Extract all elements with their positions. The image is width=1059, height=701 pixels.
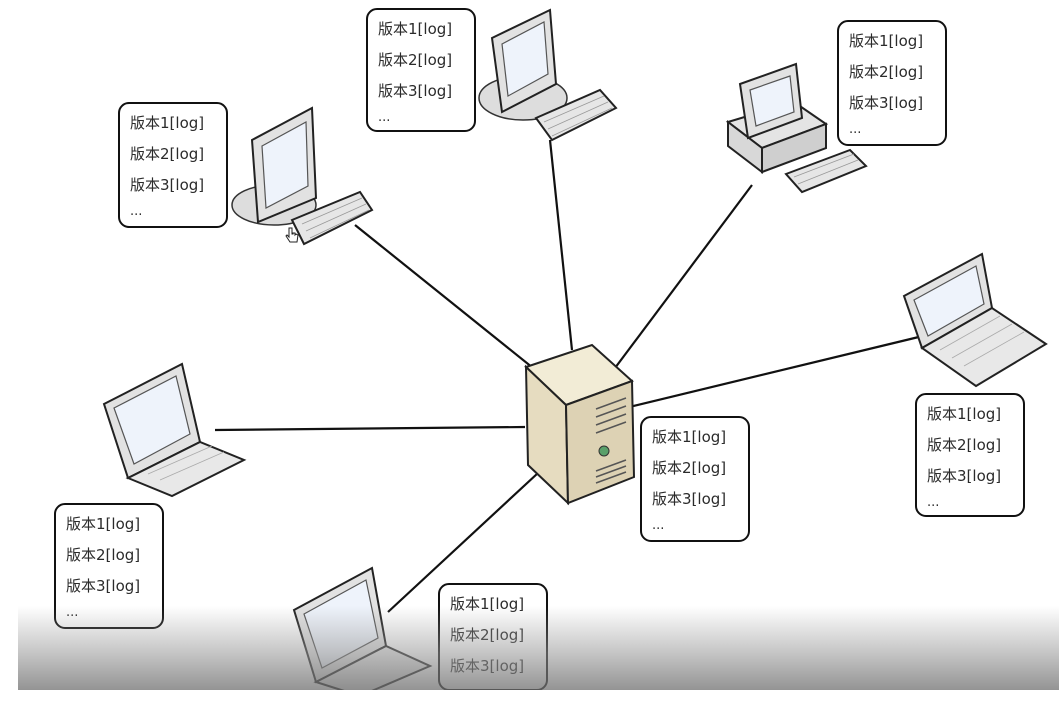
link-laptop-left	[214, 425, 526, 432]
laptop-icon	[902, 252, 1048, 388]
version-row: 版本1[log]	[130, 114, 205, 132]
version-row: 版本3[log]	[927, 467, 1002, 485]
pc-tower-icon	[725, 62, 868, 194]
version-box-laptop-left: 版本1[log] 版本2[log] 版本3[log] ...	[54, 503, 164, 629]
link-laptop-bottom	[387, 472, 539, 613]
version-row: 版本3[log]	[450, 657, 525, 675]
version-row: 版本3[log]	[849, 94, 924, 112]
desktop-monitor-icon	[478, 8, 618, 142]
version-row: 版本1[log]	[927, 405, 1002, 423]
version-row: 版本3[log]	[378, 82, 453, 100]
version-row: 版本3[log]	[66, 577, 141, 595]
laptop-icon	[102, 362, 247, 498]
version-row: 版本3[log]	[130, 176, 205, 194]
server-tower-icon	[524, 343, 636, 506]
version-row: 版本1[log]	[378, 20, 453, 38]
version-row: 版本2[log]	[927, 436, 1002, 454]
version-box-desktop-top-left: 版本1[log] 版本2[log] 版本3[log] ...	[118, 102, 228, 228]
desktop-monitor-icon	[231, 106, 374, 246]
link-pc-top-right	[611, 184, 753, 373]
version-ellipsis: ...	[927, 495, 940, 510]
connection-lines	[214, 139, 928, 613]
version-row: 版本2[log]	[378, 51, 453, 69]
version-row: 版本1[log]	[66, 515, 141, 533]
version-row: 版本2[log]	[849, 63, 924, 81]
version-row: 版本1[log]	[849, 32, 924, 50]
version-row: 版本3[log]	[652, 490, 727, 508]
laptop-icon	[292, 566, 433, 698]
version-ellipsis: ...	[849, 122, 862, 137]
version-box-desktop-top: 版本1[log] 版本2[log] 版本3[log] ...	[366, 8, 476, 132]
hand-cursor-icon	[285, 227, 299, 243]
version-row: 版本2[log]	[130, 145, 205, 163]
version-box-laptop-right: 版本1[log] 版本2[log] 版本3[log] ...	[915, 393, 1025, 517]
version-ellipsis: ...	[66, 605, 79, 620]
version-row: 版本1[log]	[652, 428, 727, 446]
version-row: 版本2[log]	[66, 546, 141, 564]
version-ellipsis: ...	[130, 204, 143, 219]
version-box-laptop-bottom: 版本1[log] 版本2[log] 版本3[log]	[438, 583, 548, 691]
version-row: 版本2[log]	[652, 459, 727, 477]
link-desktop-top-left	[354, 224, 549, 381]
version-ellipsis: ...	[378, 110, 391, 125]
version-box-pc-top-right: 版本1[log] 版本2[log] 版本3[log] ...	[837, 20, 947, 146]
version-row: 版本1[log]	[450, 595, 525, 613]
version-row: 版本2[log]	[450, 626, 525, 644]
link-laptop-right	[624, 333, 928, 410]
version-ellipsis: ...	[652, 518, 665, 533]
bottom-strip	[0, 690, 1059, 697]
version-box-server: 版本1[log] 版本2[log] 版本3[log] ...	[640, 416, 750, 542]
link-desktop-top	[548, 139, 574, 351]
